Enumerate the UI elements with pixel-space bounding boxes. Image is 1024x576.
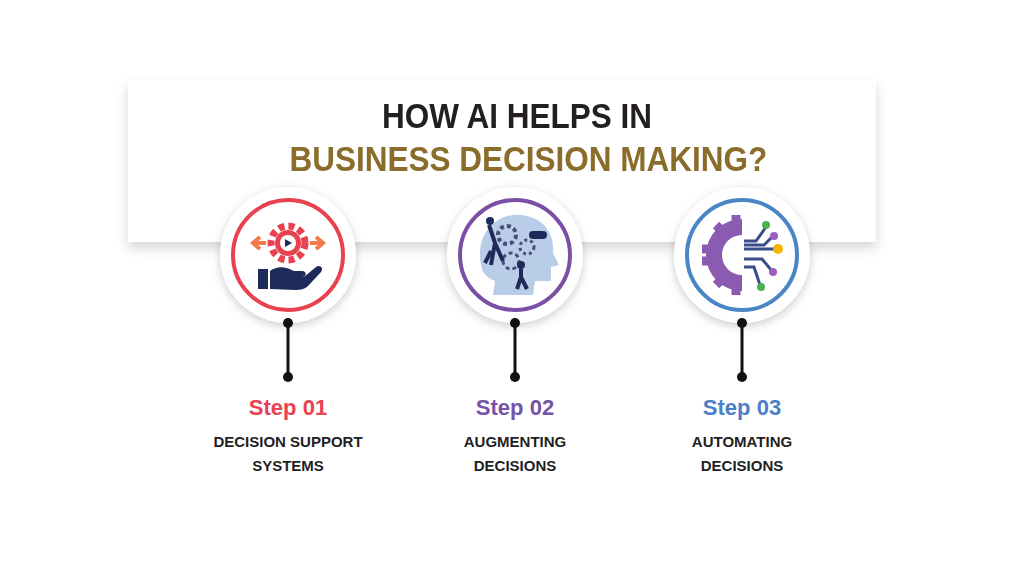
- gear: [520, 240, 534, 254]
- person-figure: [485, 225, 503, 265]
- stems: [288, 323, 742, 376]
- step-description: DECISION SUPPORT SYSTEMS: [202, 430, 374, 478]
- circuit-node: [762, 221, 770, 229]
- arrow-left: [253, 237, 266, 249]
- stem-line: [741, 323, 744, 376]
- step-description: AUGMENTING DECISIONS: [429, 430, 601, 478]
- stem-dot: [283, 318, 293, 328]
- circle-ring: [460, 200, 570, 310]
- stem-line: [514, 323, 517, 376]
- stem-dots: [283, 318, 747, 382]
- stem-dot: [283, 372, 293, 382]
- gear-teeth: [271, 226, 305, 260]
- stem-dot: [510, 318, 520, 328]
- half-gear: [706, 219, 742, 291]
- circle-halo: [220, 187, 356, 323]
- gear: [503, 253, 519, 269]
- gear-teeth: [702, 215, 736, 295]
- circuit-node: [773, 244, 783, 254]
- hand-gear-icon: [253, 226, 323, 290]
- circuit-node: [770, 232, 778, 240]
- stem-line: [287, 323, 290, 376]
- gear-circuit-icon: [702, 215, 783, 295]
- hand-cuff: [258, 269, 268, 289]
- head-shape: [480, 215, 559, 295]
- visor: [529, 231, 547, 239]
- circle-ring: [233, 200, 343, 310]
- circle-halo: [447, 187, 583, 323]
- person-head: [517, 261, 525, 269]
- title-text: HOW AI HELPS IN: [382, 96, 652, 136]
- gear: [498, 226, 516, 244]
- arrow-right: [310, 237, 323, 249]
- step-circles: [220, 187, 810, 323]
- gear-body: [275, 230, 301, 256]
- person-figure: [517, 269, 527, 289]
- step-number: Step 03: [642, 395, 842, 421]
- step-description: AUTOMATING DECISIONS: [656, 430, 828, 478]
- step-number: Step 01: [188, 395, 388, 421]
- gear-hole: [280, 235, 296, 251]
- circle-ring: [687, 200, 797, 310]
- title-subline: BUSINESS DECISION MAKING?: [290, 139, 768, 179]
- person-head: [486, 217, 494, 225]
- head-gears-icon: [480, 215, 559, 295]
- stem-dot: [737, 372, 747, 382]
- circle-halo: [674, 187, 810, 323]
- play-mark: [285, 239, 292, 247]
- circuit-node: [769, 268, 777, 276]
- circuit-node: [757, 283, 765, 291]
- stem-dot: [737, 318, 747, 328]
- step-number: Step 02: [415, 395, 615, 421]
- stem-dot: [510, 372, 520, 382]
- hand-shape: [270, 266, 322, 290]
